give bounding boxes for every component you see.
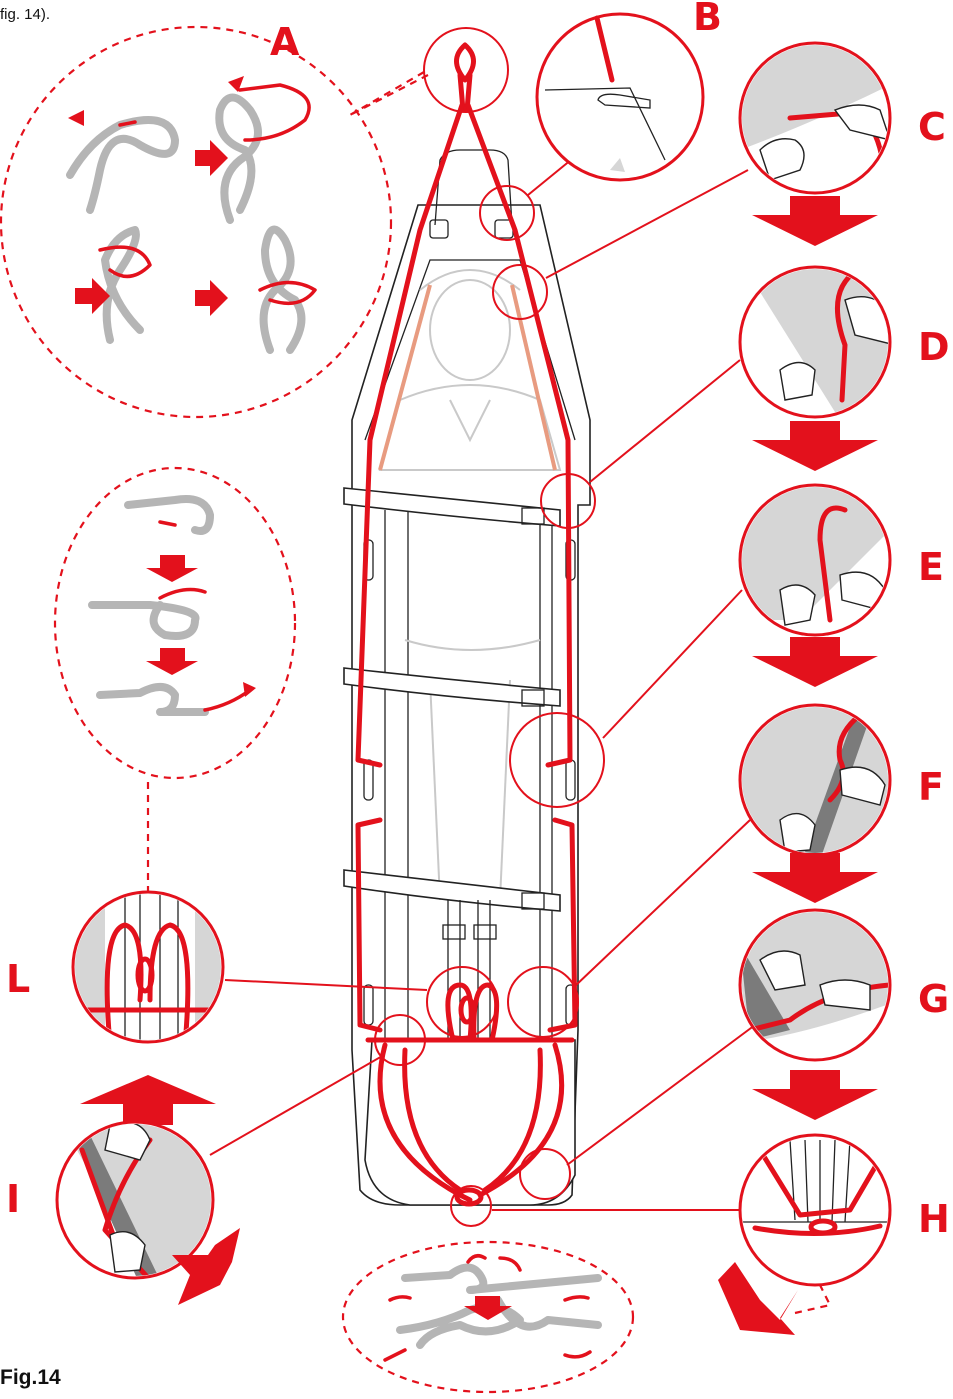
step-label-e: E — [918, 545, 944, 589]
detail-f-secure-slot: F — [740, 700, 944, 903]
detail-d-pull-through: D — [740, 260, 950, 471]
step-label-g: G — [918, 977, 949, 1021]
detail-i-tension-pouch: I — [6, 1120, 240, 1305]
detail-g-pouch-edge: G — [740, 910, 949, 1120]
step-label-l: L — [6, 957, 30, 1001]
top-caption-fragment: fig. 14). — [0, 6, 50, 23]
step-label-i: I — [6, 1177, 20, 1221]
step-label-f: F — [918, 765, 944, 809]
step-label-a: A — [270, 20, 300, 64]
detail-l-double-loop: L — [6, 890, 230, 1125]
step-label-c: C — [918, 105, 946, 149]
detail-b-sling-loop: B — [537, 0, 722, 180]
detail-left-overhand-knot — [55, 468, 295, 778]
step-label-d: D — [918, 325, 950, 369]
detail-c-thread-rope: C — [740, 40, 946, 246]
detail-bottom-fisherman-knot — [343, 1242, 633, 1392]
detail-a-figure-eight-knot: A — [1, 20, 391, 417]
step-label-b: B — [693, 0, 722, 39]
detail-e-loop-rope: E — [740, 480, 944, 687]
detail-h-foot-knot: H — [718, 1135, 950, 1335]
step-label-h: H — [918, 1197, 950, 1241]
figure-label: Fig.14 — [0, 1366, 61, 1389]
